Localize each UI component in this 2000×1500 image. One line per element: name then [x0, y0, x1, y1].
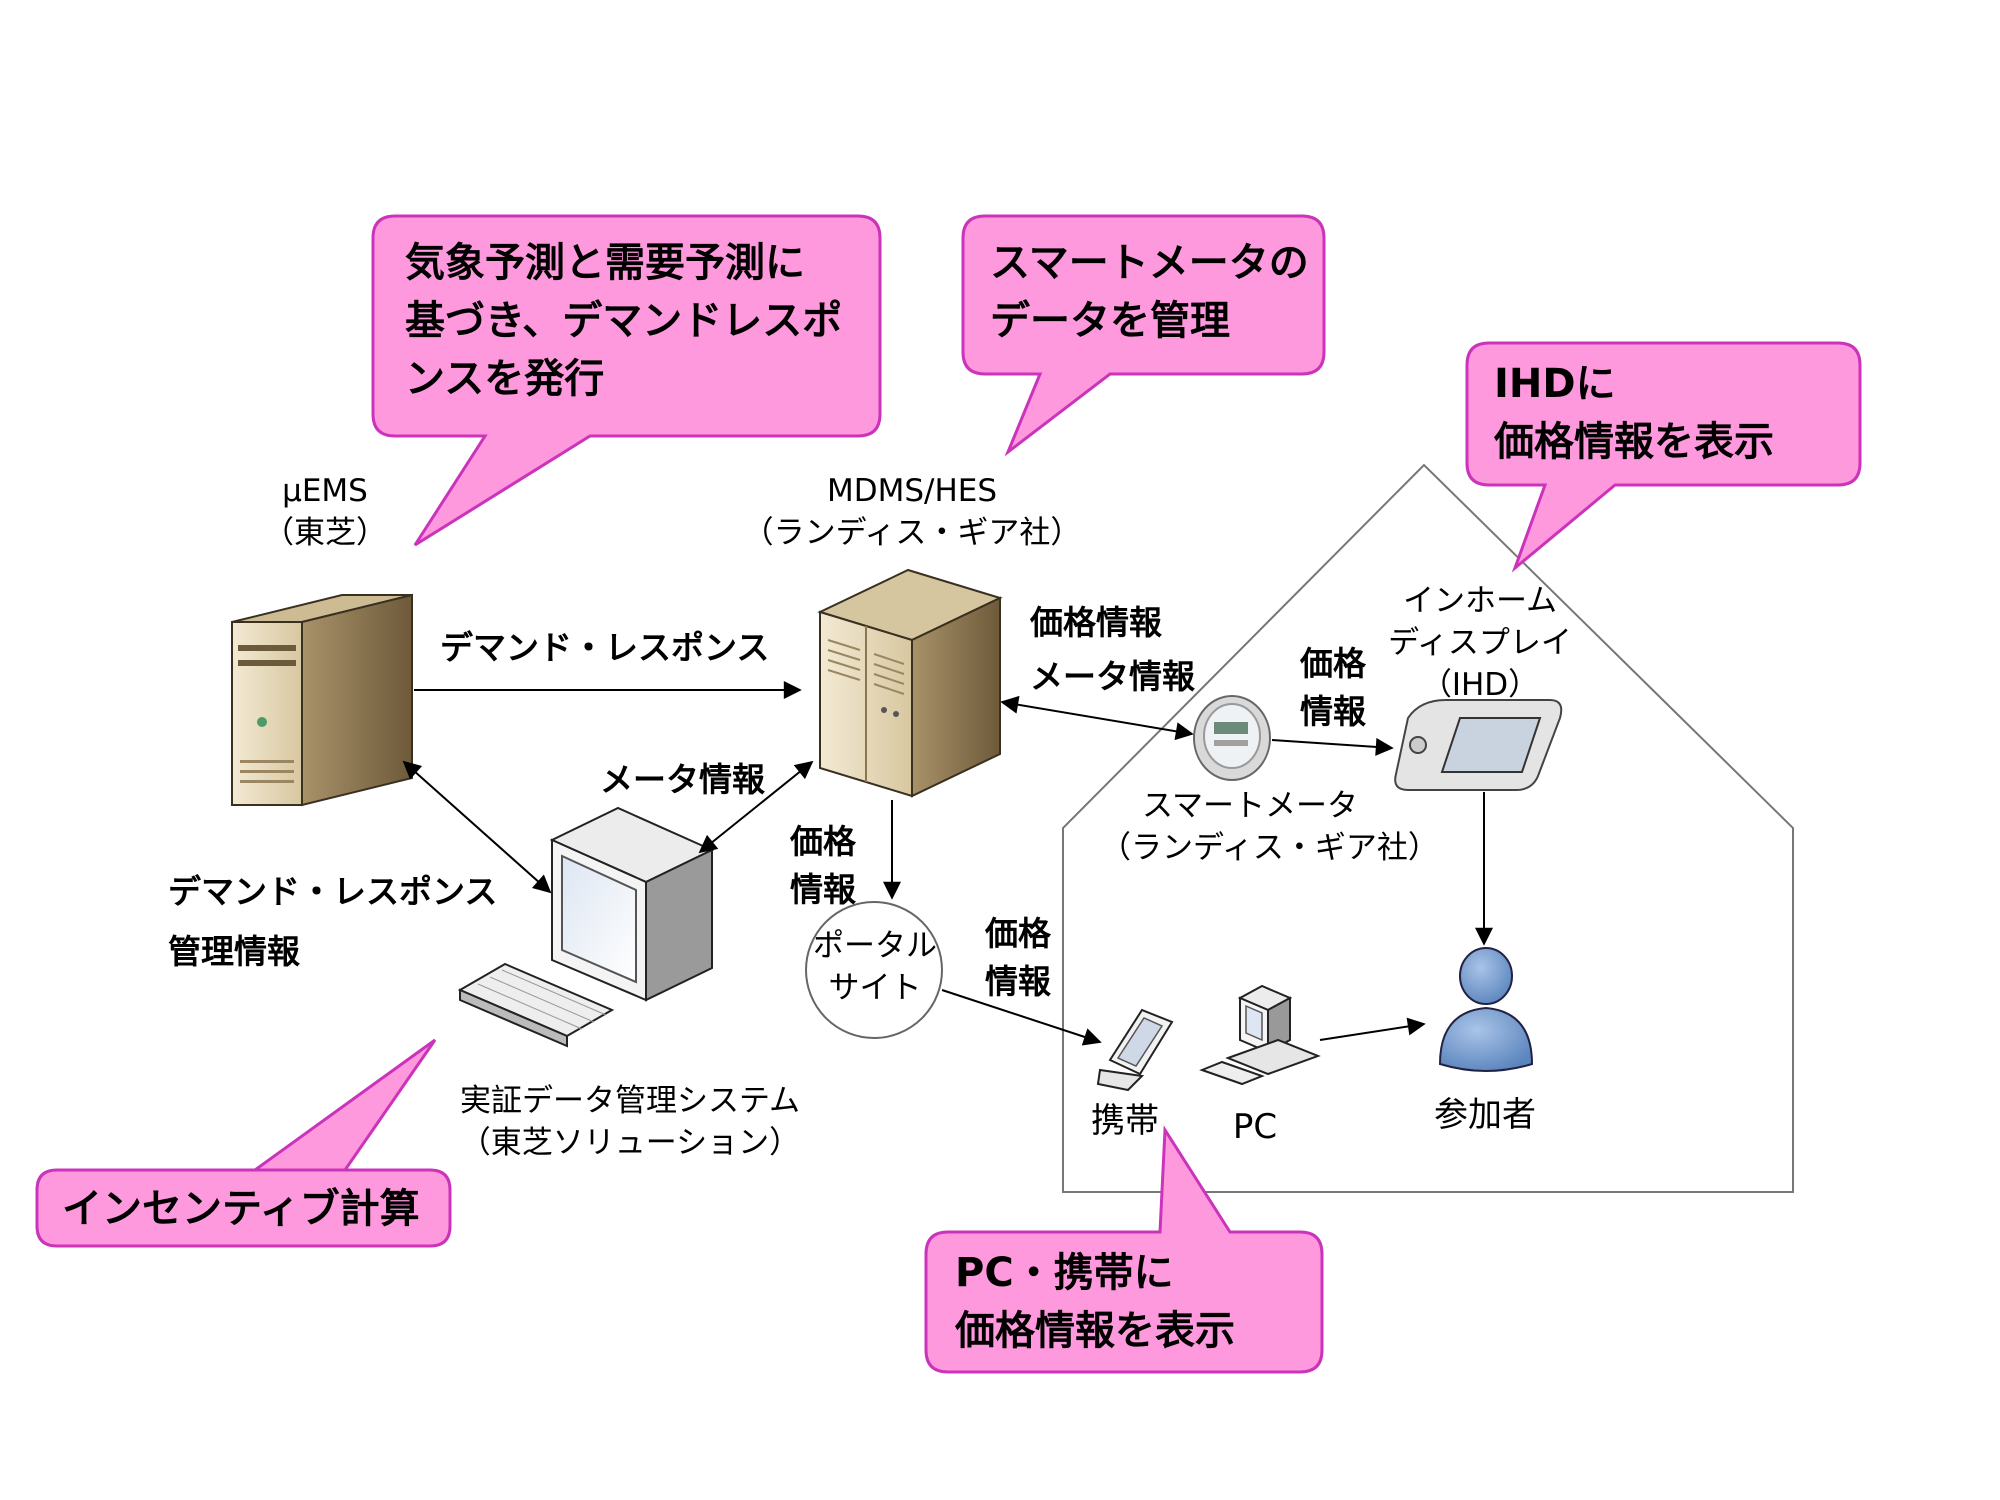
callout-uems: 気象予測と需要予測に 基づき、デマンドレスポ ンスを発行 [405, 234, 842, 408]
uems-label-line: （東芝） [263, 515, 387, 551]
callout-shape-ihd [1465, 341, 1862, 573]
callout-pc-line: 価格情報を表示 [955, 1308, 1235, 1354]
participant-label: 参加者 [1434, 1095, 1536, 1135]
flow-label-mdms-portal-line: 情報 [790, 870, 856, 909]
uems-label: μEMS （東芝） [225, 470, 425, 554]
mdms-label: MDMS/HES （ランディス・ギア社） [712, 470, 1112, 554]
arrow-dms-mdms [698, 760, 814, 854]
callout-shape-pc [924, 1125, 1324, 1374]
callout-shape-mdms [961, 214, 1326, 457]
mobile-phone-icon [1096, 1008, 1174, 1092]
callout-uems-line: 基づき、デマンドレスポ [405, 298, 843, 344]
arrow-mdms-meter [1000, 695, 1194, 741]
flow-label-uems-dms-line: デマンド・レスポンス [168, 872, 498, 911]
arrow-portal-mobile [941, 989, 1102, 1046]
callout-ihd-line: 価格情報を表示 [1494, 419, 1774, 465]
callout-uems-line: 気象予測と需要予測に [405, 240, 805, 286]
portal-site-circle [805, 901, 943, 1039]
participant-icon [1438, 947, 1534, 1072]
arrow-pc-participant [1319, 1017, 1426, 1041]
flow-label-mdms-meter: 価格情報 メータ情報 [1030, 596, 1195, 704]
data-system-label-line: 実証データ管理システム [459, 1083, 801, 1119]
flow-label-mdms-portal: 価格 情報 [790, 818, 856, 914]
flow-label-meter-ihd: 価格 情報 [1300, 640, 1366, 736]
flow-label-meter-ihd-line: 価格 [1300, 644, 1366, 683]
callout-incentive: インセンティブ計算 [62, 1180, 420, 1238]
ihd-label-line: ディスプレイ [1388, 625, 1572, 661]
house-outline [1062, 463, 1794, 1193]
flow-label-portal-mobile-line: 価格 [985, 914, 1051, 953]
callout-ihd-line: IHDに [1494, 361, 1616, 407]
mdms-label-line: （ランディス・ギア社） [742, 515, 1082, 551]
pc-label: PC [1232, 1107, 1278, 1147]
smart-meter-icon [1193, 695, 1271, 781]
flow-label-uems-dms: デマンド・レスポンス 管理情報 [168, 862, 497, 982]
callout-ihd: IHDに 価格情報を表示 [1494, 355, 1774, 471]
flow-label-mdms-portal-line: 価格 [790, 822, 856, 861]
callout-uems-line: ンスを発行 [405, 356, 605, 402]
ihd-label-line: （IHD） [1420, 667, 1540, 703]
data-system-computer-icon [457, 806, 715, 1048]
uems-server-icon [231, 593, 413, 807]
smart-meter-label: スマートメータ （ランディス・ギア社） [1100, 785, 1439, 869]
flow-label-dms-mdms: メータ情報 [600, 760, 765, 799]
ihd-label-line: インホーム [1402, 583, 1558, 619]
data-system-label: 実証データ管理システム （東芝ソリューション） [420, 1080, 840, 1164]
arrow-uems-dms [402, 760, 552, 894]
mdms-label-line: MDMS/HES [826, 473, 998, 509]
flow-label-mdms-meter-line: 価格情報 [1030, 603, 1162, 642]
portal-label: ポータル サイト [800, 925, 950, 1009]
mdms-server-icon [817, 568, 1003, 798]
smart-meter-label-line: （ランディス・ギア社） [1100, 830, 1439, 866]
callout-shape-incentive [35, 1038, 452, 1248]
flow-label-mdms-meter-line: メータ情報 [1030, 657, 1195, 696]
ihd-label: インホーム ディスプレイ （IHD） [1370, 580, 1590, 706]
mobile-label: 携帯 [1091, 1101, 1159, 1141]
portal-label-line: ポータル [813, 928, 937, 964]
pc-icon [1199, 984, 1321, 1086]
uems-label-line: μEMS [282, 473, 368, 509]
data-system-label-line: （東芝ソリューション） [459, 1125, 801, 1161]
callout-pc-line: PC・携帯に [955, 1250, 1174, 1296]
callout-pc: PC・携帯に 価格情報を表示 [955, 1244, 1235, 1360]
callout-mdms: スマートメータの データを管理 [990, 234, 1309, 350]
flow-label-portal-mobile: 価格 情報 [985, 910, 1051, 1006]
callout-shape-uems [371, 214, 882, 547]
callout-mdms-line: スマートメータの [990, 240, 1309, 286]
portal-label-line: サイト [828, 970, 922, 1006]
smart-meter-label-line: スマートメータ [1141, 788, 1359, 824]
callout-mdms-line: データを管理 [990, 298, 1230, 344]
callout-incentive-line: インセンティブ計算 [62, 1186, 420, 1232]
ihd-device-icon [1394, 699, 1563, 791]
flow-label-uems-dms-line: 管理情報 [168, 932, 300, 971]
flow-label-portal-mobile-line: 情報 [985, 962, 1051, 1001]
arrow-meter-ihd [1271, 737, 1394, 756]
flow-label-uems-mdms: デマンド・レスポンス [440, 628, 770, 667]
flow-label-meter-ihd-line: 情報 [1300, 692, 1366, 731]
